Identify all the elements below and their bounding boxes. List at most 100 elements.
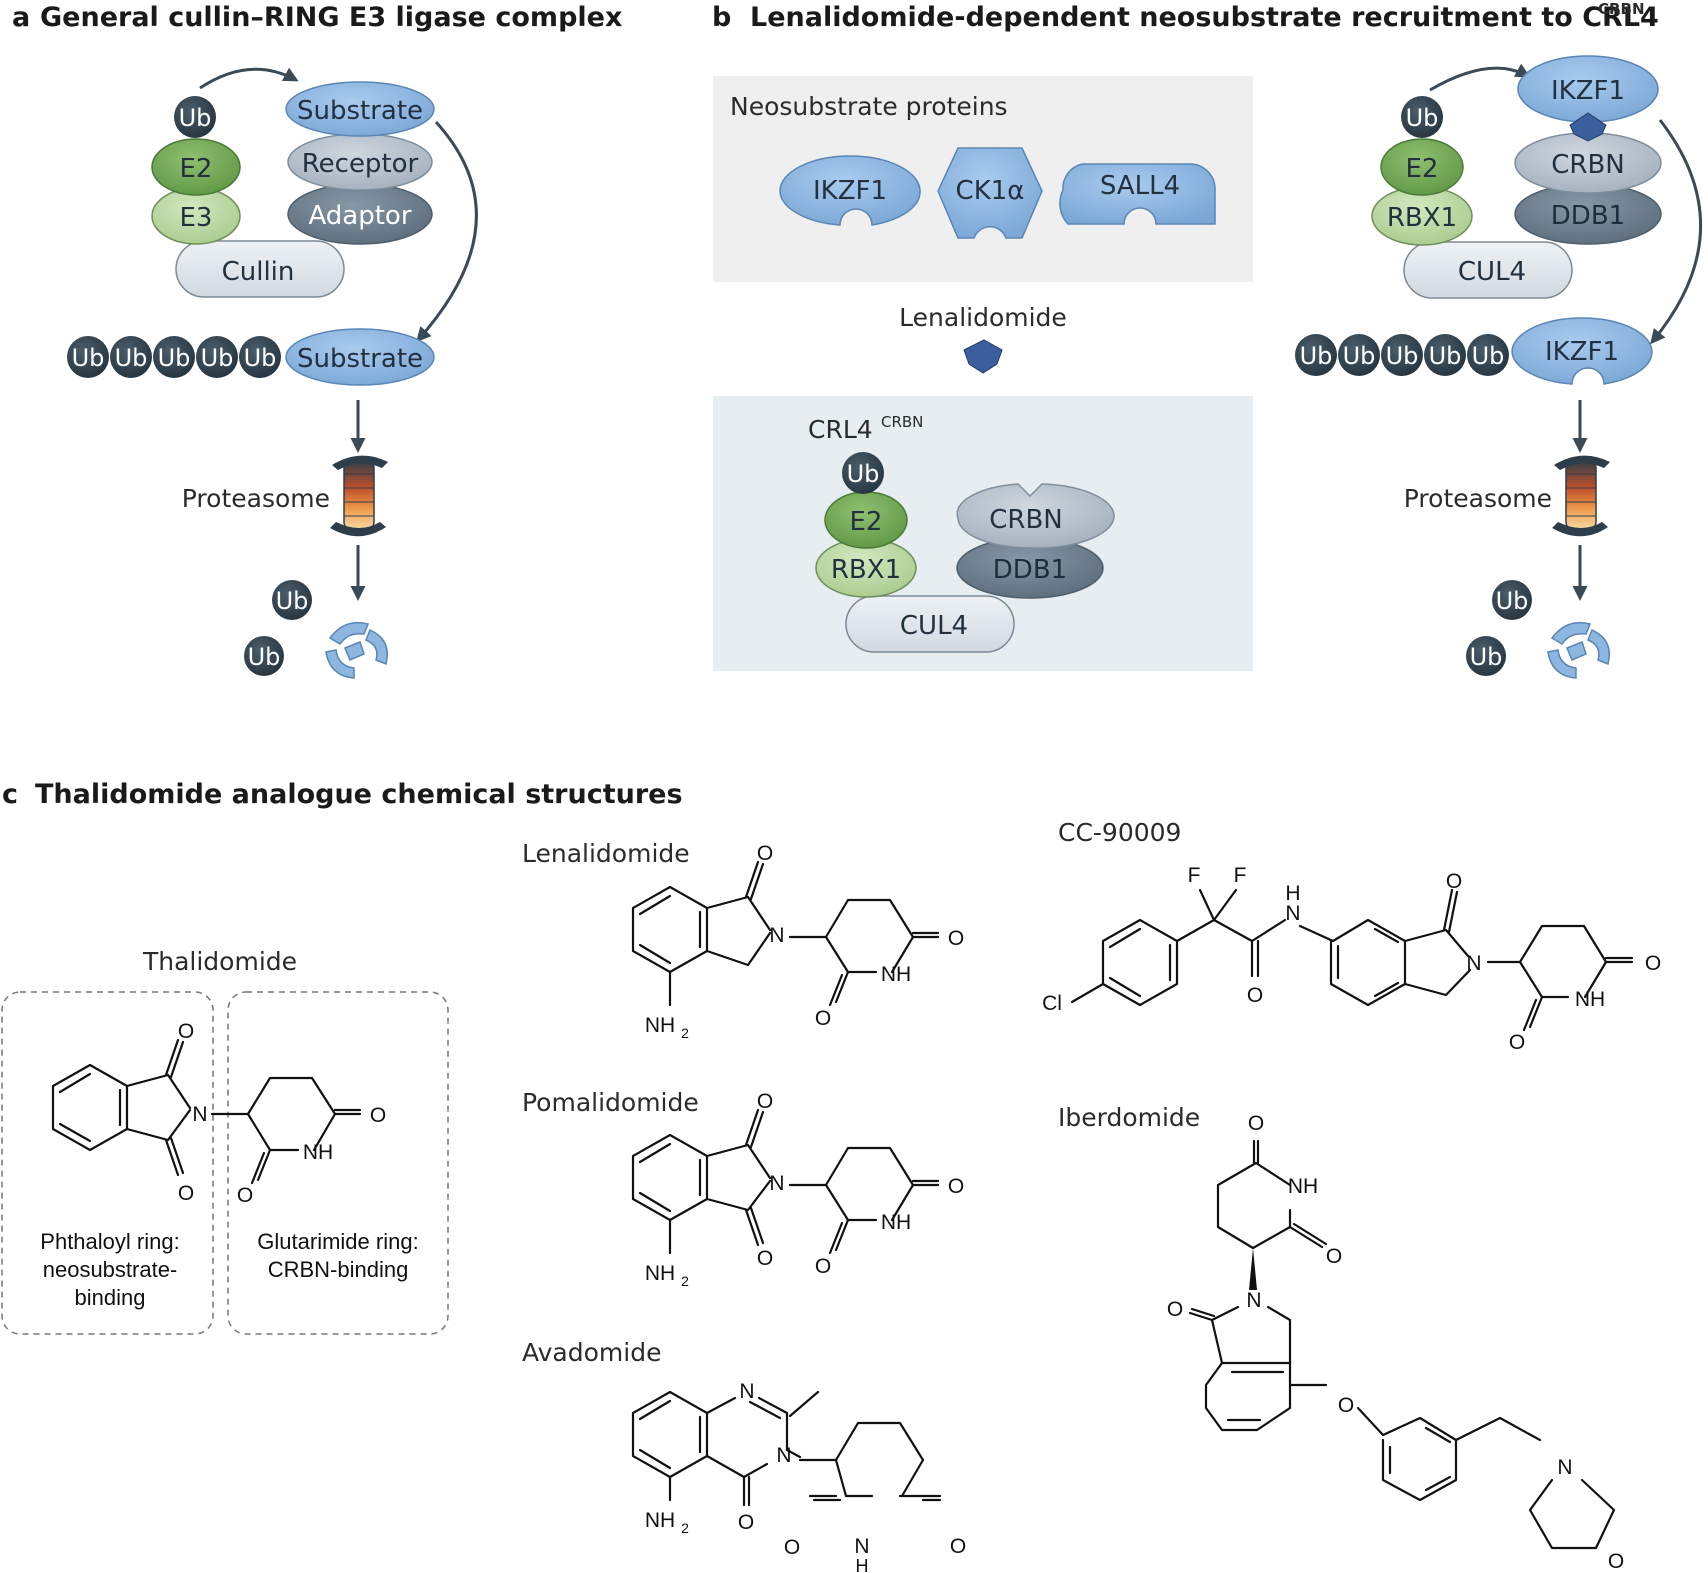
ikzf1-label: IKZF1 — [813, 176, 887, 206]
svg-text:O: O — [815, 1007, 831, 1030]
substrate-ubiquitinated-shape — [285, 328, 435, 386]
svg-text:Ub: Ub — [1406, 104, 1439, 132]
substrate-shape — [285, 81, 435, 137]
phthaloyl-note-3: binding — [75, 1285, 146, 1310]
proteasome-icon — [330, 455, 388, 537]
e2-label: E2 — [180, 154, 213, 184]
peptide-fragments-icon-b — [1547, 621, 1610, 679]
avadomide-structure: N N O NH 2 O O N H — [631, 1380, 966, 1573]
glutarimide-note-1: Glutarimide ring: — [257, 1229, 418, 1254]
svg-text:O: O — [1509, 1031, 1525, 1054]
svg-text:Ub: Ub — [201, 344, 234, 372]
free-ub-1-b — [1492, 580, 1532, 620]
proteasome-label-b: Proteasome — [1404, 484, 1552, 513]
ub-circle — [174, 96, 216, 138]
svg-text:N: N — [192, 1103, 207, 1126]
ddb1-label: DDB1 — [993, 555, 1067, 585]
cul4-label: CUL4 — [900, 611, 968, 641]
svg-text:2: 2 — [681, 1520, 689, 1536]
svg-text:O: O — [237, 1184, 253, 1207]
svg-text:E2: E2 — [1406, 154, 1439, 184]
svg-text:O: O — [948, 927, 964, 950]
glutarimide-box — [227, 991, 449, 1335]
ub-circle-b — [842, 452, 884, 494]
svg-text:2: 2 — [681, 1273, 689, 1289]
svg-text:N: N — [769, 924, 784, 947]
svg-text:Ub: Ub — [115, 344, 148, 372]
ikzf1-shape — [779, 155, 921, 226]
panel-b-title: Lenalidomide-dependent neosubstrate recr… — [750, 2, 1659, 33]
polyub-chain-b: Ub Ub Ub Ub Ub — [1295, 334, 1509, 376]
phthaloyl-note-2: neosubstrate- — [43, 1257, 178, 1282]
svg-text:NH: NH — [881, 963, 911, 986]
panel-a-letter: a — [12, 2, 30, 33]
svg-text:Ub: Ub — [1386, 342, 1419, 370]
svg-text:Ub: Ub — [158, 344, 191, 372]
svg-text:O: O — [757, 1247, 773, 1270]
e2-shape-r — [1380, 138, 1464, 196]
svg-text:CRBN: CRBN — [1551, 150, 1625, 180]
svg-text:DDB1: DDB1 — [1551, 201, 1625, 231]
ub-transfer-arrow — [199, 67, 299, 90]
svg-text:NH: NH — [645, 1262, 675, 1285]
sall4-label: SALL4 — [1100, 171, 1180, 201]
free-ub-2 — [244, 636, 284, 676]
neosubstrate-header: Neosubstrate proteins — [730, 92, 1008, 121]
panel-b-letter: b — [712, 2, 731, 33]
svg-text:NH: NH — [1288, 1175, 1318, 1198]
ub-circle-r — [1401, 96, 1443, 138]
cullin-shape — [175, 240, 345, 298]
free-ub-2-b — [1466, 636, 1506, 676]
svg-text:NH: NH — [645, 1509, 675, 1532]
rbx1-label: RBX1 — [831, 555, 901, 585]
proteasome-icon-b — [1552, 455, 1610, 537]
svg-text:Ub: Ub — [1300, 342, 1333, 370]
svg-text:NH: NH — [645, 1014, 675, 1037]
svg-text:IKZF1: IKZF1 — [1545, 337, 1619, 367]
phthaloyl-note-1: Phthaloyl ring: — [40, 1229, 179, 1254]
svg-text:Ub: Ub — [1496, 587, 1529, 615]
phthaloyl-box — [1, 991, 214, 1335]
svg-text:Ub: Ub — [1429, 342, 1462, 370]
crl4-label: CRL4 — [808, 415, 873, 444]
svg-text:N: N — [739, 1380, 754, 1403]
substrate-label: Substrate — [297, 96, 423, 126]
svg-text:N: N — [776, 1444, 791, 1467]
svg-text:Ub: Ub — [1470, 643, 1503, 671]
svg-text:O: O — [757, 1090, 773, 1113]
svg-text:CUL4: CUL4 — [1458, 257, 1526, 287]
svg-text:N: N — [1285, 902, 1300, 925]
svg-text:H: H — [1285, 882, 1300, 905]
svg-text:N: N — [1557, 1456, 1572, 1479]
svg-text:O: O — [738, 1511, 754, 1534]
ub-transfer-arrow-b — [1429, 63, 1531, 92]
svg-text:NH: NH — [1575, 988, 1605, 1011]
svg-text:O: O — [1446, 870, 1462, 893]
panel-c: c Thalidomide analogue chemical structur… — [1, 779, 1661, 1573]
svg-text:Ub: Ub — [72, 344, 105, 372]
svg-text:O: O — [757, 842, 773, 865]
svg-text:O: O — [950, 1535, 966, 1558]
svg-text:O: O — [784, 1536, 800, 1559]
sall4-shape — [1059, 163, 1216, 225]
iberdomide-label: Iberdomide — [1058, 1103, 1200, 1132]
cc90009-label: CC-90009 — [1058, 818, 1181, 847]
e2-label-b: E2 — [850, 507, 883, 537]
cullin-label: Cullin — [222, 257, 295, 287]
glutarimide-note-2: CRBN-binding — [268, 1257, 409, 1282]
cc90009-structure: Cl F F O N H O N O O NH — [1042, 864, 1661, 1054]
cul4-shape-r — [1403, 241, 1573, 299]
svg-text:O: O — [948, 1175, 964, 1198]
svg-text:Ub: Ub — [276, 587, 309, 615]
receptor-label: Receptor — [302, 149, 419, 179]
avadomide-label: Avadomide — [522, 1338, 661, 1367]
lenalidomide-structure: O N NH 2 O O NH — [631, 842, 964, 1041]
polyub-chain: Ub Ub Ub Ub Ub — [67, 336, 281, 378]
svg-text:Ub: Ub — [244, 344, 277, 372]
svg-text:O: O — [178, 1020, 194, 1043]
proteasome-label: Proteasome — [182, 484, 330, 513]
cul4-shape — [845, 595, 1015, 653]
ub-label-b: Ub — [847, 460, 880, 488]
e3-label: E3 — [180, 203, 213, 233]
svg-text:N: N — [769, 1172, 784, 1195]
